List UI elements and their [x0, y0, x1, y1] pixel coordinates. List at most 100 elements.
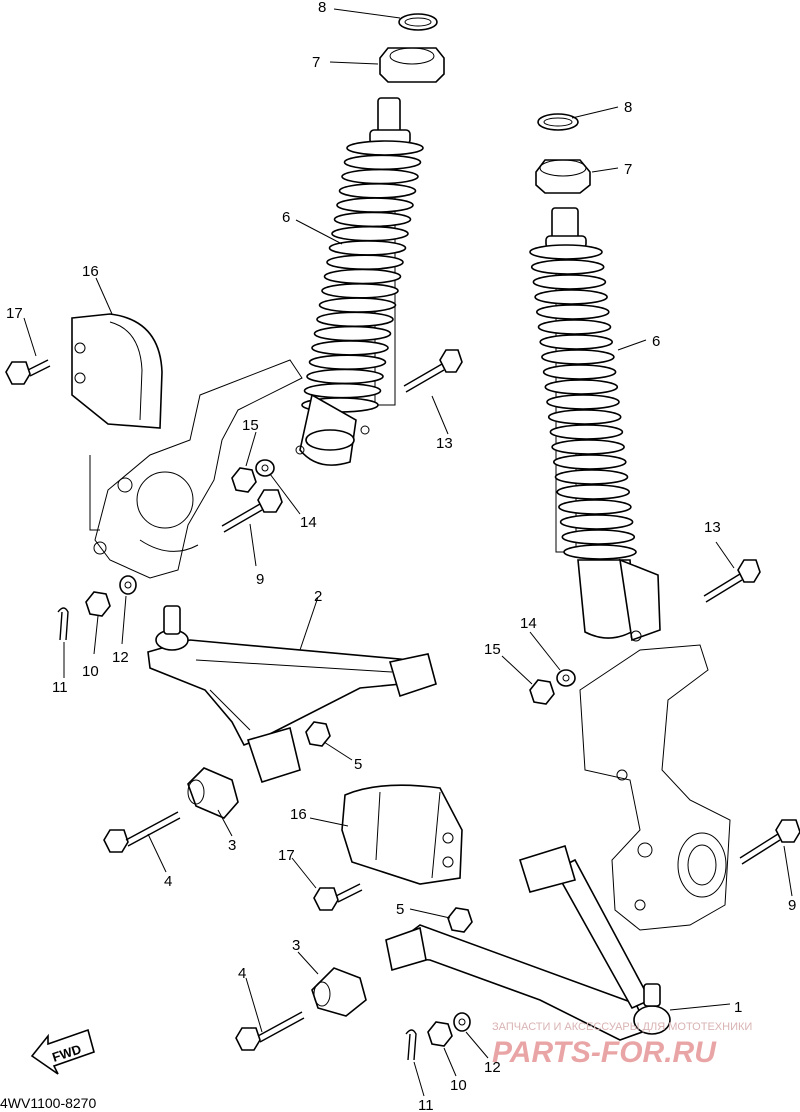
watermark-logo: PARTS-FOR.RU — [492, 1036, 717, 1069]
bolt-17-left — [5, 359, 51, 385]
callout-14-right: 14 — [520, 615, 537, 632]
callout-4-upper: 4 — [164, 873, 172, 890]
washer-14-left — [255, 459, 275, 477]
nut-15-left — [231, 467, 257, 493]
bushing-upper — [187, 767, 239, 819]
spring-coil — [551, 439, 625, 455]
guard-left — [71, 313, 163, 429]
spring-coil — [316, 311, 394, 328]
spring-coil — [532, 274, 607, 290]
bolt-9-left — [221, 489, 283, 533]
spring-coil — [336, 197, 414, 213]
callout-7-right: 7 — [624, 161, 632, 178]
callout-6-left: 6 — [282, 209, 290, 226]
callout-8-left: 8 — [318, 0, 326, 16]
callout-11-left: 11 — [52, 679, 68, 696]
spring-coil — [535, 304, 610, 320]
spring-coil — [539, 334, 614, 350]
spring-coil — [552, 454, 627, 470]
callout-3-upper: 3 — [228, 837, 236, 854]
knuckle-right — [579, 644, 731, 931]
spring-coil — [331, 225, 409, 242]
spring-coil — [318, 297, 397, 313]
callout-4-lower: 4 — [238, 965, 246, 982]
callout-10-left: 10 — [82, 663, 99, 680]
spring-coil — [537, 319, 612, 335]
bolt-17-right — [313, 883, 363, 911]
spring-coil — [563, 544, 637, 560]
bolt-4-lower — [235, 1011, 305, 1051]
nut-5-lower — [447, 907, 473, 933]
callout-11-right: 11 — [418, 1097, 434, 1112]
nut-10-left — [85, 591, 111, 617]
cotter-pin-left — [57, 607, 69, 641]
bolt-4-upper — [103, 811, 181, 853]
nut-15-right — [529, 679, 555, 705]
spring-coil — [547, 409, 622, 425]
callout-5-lower: 5 — [396, 901, 404, 918]
a-arm-lower — [385, 844, 671, 1041]
callout-labels: 8 7 8 7 6 6 16 17 15 14 13 9 12 10 11 2 … — [6, 0, 796, 1112]
callout-9-right: 9 — [788, 897, 796, 914]
fwd-arrow-icon: FWD — [30, 1028, 95, 1075]
callout-6-right: 6 — [652, 333, 660, 350]
spring-coil — [306, 368, 384, 385]
callout-12-left: 12 — [112, 649, 129, 666]
spring-coil — [549, 424, 624, 440]
bolt-13-right — [703, 559, 761, 603]
callout-5-upper: 5 — [354, 756, 362, 773]
nut-10-right — [427, 1021, 453, 1047]
spring-coil — [534, 289, 608, 305]
knuckle-left — [89, 359, 303, 579]
watermark-tagline: ЗАПЧАСТИ И АКСЕССУАРЫ ДЛЯ МОТОТЕХНИКИ — [492, 1021, 752, 1033]
spring-coil — [308, 354, 387, 370]
spring-coil — [546, 394, 620, 410]
callout-7-left: 7 — [312, 54, 320, 71]
spring-coil — [338, 183, 417, 199]
spring-coil — [311, 340, 389, 356]
guard-right — [341, 784, 463, 885]
spring-coil — [326, 254, 404, 271]
shock-absorber-left — [295, 13, 445, 466]
spring-coil — [544, 379, 619, 395]
spring-coil — [343, 154, 422, 171]
callout-16-left: 16 — [82, 263, 99, 280]
spring-coil — [323, 268, 402, 285]
callout-13-left: 13 — [436, 435, 453, 452]
spring-coil — [303, 382, 382, 399]
spring-coil — [346, 140, 424, 156]
callout-10-right: 10 — [450, 1077, 467, 1094]
spring-coil — [558, 499, 632, 515]
nut-5-upper — [305, 721, 331, 747]
spring-coil — [559, 514, 634, 530]
callout-14-left: 14 — [300, 514, 317, 531]
callout-15-right: 15 — [484, 641, 501, 658]
bushing-lower — [311, 967, 367, 1017]
a-arm-upper — [147, 605, 437, 783]
spring-coil — [530, 259, 605, 275]
spring-coil — [542, 364, 617, 380]
leader-lines — [23, 8, 793, 1097]
part-code: 4WV1100-8270 — [0, 1095, 96, 1111]
spring-coil — [333, 211, 412, 228]
washer-12-left — [119, 575, 137, 595]
spring-coil — [556, 484, 631, 500]
spring-coil — [341, 168, 419, 185]
spring-coil — [313, 325, 392, 342]
watermark: ЗАПЧАСТИ И АКСЕССУАРЫ ДЛЯ МОТОТЕХНИКИ PA… — [492, 1021, 752, 1069]
callout-9-left: 9 — [256, 571, 264, 588]
callout-16-right: 16 — [290, 806, 307, 823]
callout-17-left: 17 — [6, 305, 23, 322]
washer-14-right — [556, 669, 576, 687]
callout-8-right: 8 — [624, 99, 632, 116]
callout-13-right: 13 — [704, 519, 721, 536]
bolt-9-right — [739, 819, 800, 865]
spring-coil — [541, 349, 615, 365]
bolt-13-left — [403, 349, 463, 393]
spring-coil — [554, 469, 629, 485]
callout-12-right: 12 — [484, 1059, 501, 1076]
spring-coil — [561, 529, 636, 545]
callout-1: 1 — [734, 999, 742, 1016]
callout-15-left: 15 — [242, 417, 259, 434]
